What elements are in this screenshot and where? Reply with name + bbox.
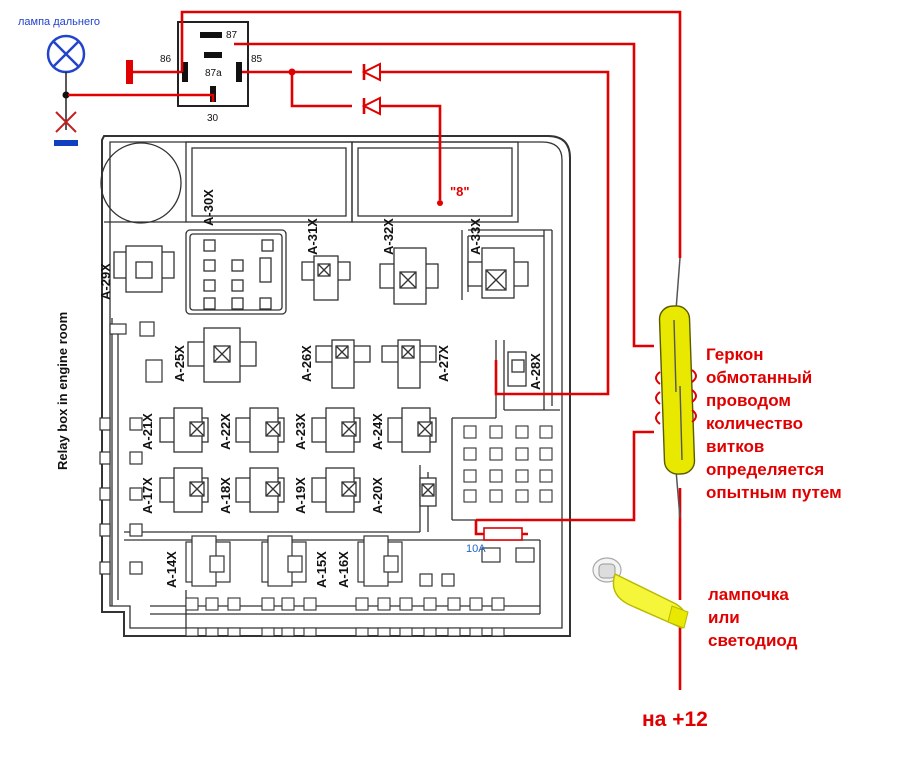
label-a22: A-22X — [218, 413, 233, 450]
relay-symbol: 87 86 87a 85 30 — [160, 21, 263, 124]
label-a19: A-19X — [293, 477, 308, 514]
wire-8-label: "8" — [450, 184, 470, 199]
reed-note-line-5: витков — [706, 437, 764, 456]
bottom-blocks — [185, 535, 535, 587]
left-small-connectors — [99, 321, 163, 575]
label-a30: A-30X — [201, 189, 216, 226]
label-a15: A-15X — [314, 551, 329, 588]
pin-85-label: 85 — [251, 54, 263, 65]
reed-note-line-3: проводом — [706, 391, 791, 410]
reed-note-line-4: количество — [706, 414, 803, 433]
red-wiring — [68, 10, 682, 690]
label-a14: A-14X — [164, 551, 179, 588]
label-a17: A-17X — [140, 477, 155, 514]
reed-note-line-2: обмотанный — [706, 368, 812, 387]
fuse-10a-label: 10A — [466, 543, 486, 555]
pin-86 — [182, 62, 188, 82]
pin-87a-label: 87a — [205, 68, 222, 79]
label-a31: A-31X — [305, 218, 320, 255]
pin-86-label: 86 — [160, 54, 172, 65]
label-a25: A-25X — [172, 345, 187, 382]
pin-85 — [236, 62, 242, 82]
supply-label: на +12 — [642, 708, 708, 731]
pin-87 — [200, 32, 222, 38]
label-a27: A-27X — [436, 345, 451, 382]
pin-87a — [204, 52, 222, 58]
label-a26: A-26X — [299, 345, 314, 382]
lamp-label: лампа дальнего — [18, 16, 100, 28]
label-a28: A-28X — [528, 353, 543, 390]
reed-switch — [655, 257, 697, 519]
bottom-fuse-row — [185, 597, 505, 637]
label-a20: A-20X — [370, 477, 385, 514]
relay-box-title: Relay box in engine room — [55, 312, 70, 470]
reed-note-line-6: определяется — [706, 460, 824, 479]
bulb-icon — [592, 557, 689, 629]
connector-labels: A-29X A-30X A-31X A-32X A-33X A-25X A-26… — [55, 189, 543, 588]
a30-socket — [185, 229, 287, 315]
label-a33: A-33X — [468, 218, 483, 255]
ground-icon — [54, 140, 78, 146]
label-a21: A-21X — [140, 413, 155, 450]
fuse-grid — [463, 425, 553, 503]
label-a24: A-24X — [370, 413, 385, 450]
label-a18: A-18X — [218, 477, 233, 514]
bulb-note-line-2: или — [708, 608, 740, 627]
bulb-note-line-3: светодиод — [708, 631, 798, 650]
reed-note: Геркон обмотанный проводом количество ви… — [706, 345, 842, 502]
bulb-note: лампочка или светодиод — [708, 585, 798, 650]
label-a32: A-32X — [381, 218, 396, 255]
label-a16: A-16X — [336, 551, 351, 588]
reed-note-line-1: Геркон — [706, 345, 764, 364]
pin-30-label: 30 — [207, 113, 219, 124]
bulb-note-line-1: лампочка — [708, 585, 789, 604]
reed-note-line-7: опытным путем — [706, 483, 842, 502]
label-a29: A-29X — [98, 263, 113, 300]
high-beam-lamp: лампа дальнего — [18, 16, 100, 146]
relay-rows — [159, 407, 437, 513]
pin-87-label: 87 — [226, 30, 238, 41]
connector-blocks — [113, 245, 529, 389]
label-a23: A-23X — [293, 413, 308, 450]
